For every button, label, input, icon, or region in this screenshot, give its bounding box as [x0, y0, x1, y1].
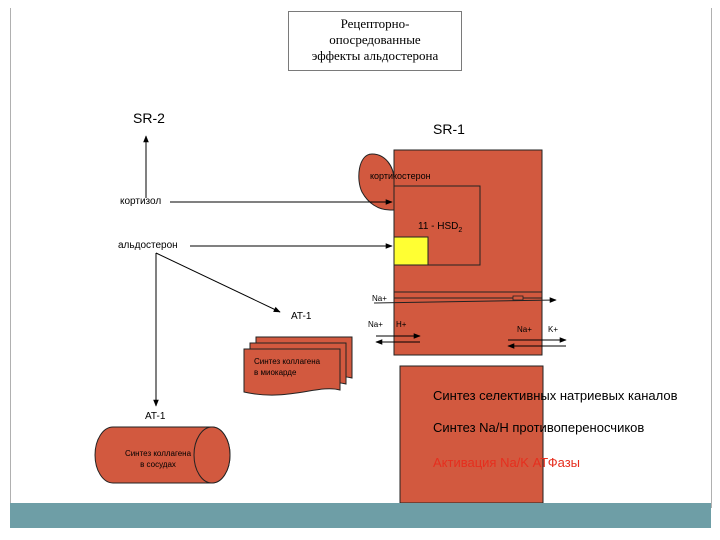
- myocard-label-line-2: в миокарде: [254, 368, 297, 377]
- na-left-label: Na+: [368, 320, 383, 329]
- title-line-3: эффекты альдостерона: [311, 48, 439, 63]
- aldosterone-at1-arrow: [155, 252, 281, 313]
- myocard-doc-front: [243, 348, 341, 396]
- vessels-label: Синтез коллагена в сосудах: [112, 448, 204, 470]
- k-plus-label: K+: [548, 325, 559, 334]
- na-top-label: Na+: [372, 294, 387, 303]
- sr1-label: SR-1: [433, 121, 465, 137]
- sr2-label: SR-2: [133, 110, 165, 126]
- hsd-text: 11 - HSD: [418, 221, 459, 232]
- effects-block: [399, 365, 544, 504]
- na-right-label: Na+: [517, 325, 532, 334]
- channel-marker: [512, 295, 524, 301]
- na-top-arrow: [373, 297, 557, 304]
- corticosterone-label: кортикостерон: [370, 171, 431, 181]
- effect-3-label: Активация Na/K АТФазы: [433, 455, 581, 470]
- myocard-label: Синтез коллагена в миокарде: [254, 356, 320, 378]
- corticosterone-bubble: [358, 153, 395, 211]
- slide-frame: [10, 8, 712, 508]
- yellow-block: [393, 236, 429, 266]
- myocard-label-line-1: Синтез коллагена: [254, 357, 321, 366]
- effect-1-label: Синтез селективных натриевых каналов: [433, 388, 678, 403]
- at1-mid-label: AT-1: [291, 311, 312, 322]
- aldosterone-label: альдостерон: [118, 240, 178, 251]
- title-line-2: опосредованные: [329, 32, 421, 47]
- hsd-subscript: 2: [458, 227, 463, 234]
- title-line-1: Рецепторно-: [340, 16, 410, 31]
- title-box: Рецепторно- опосредованные эффекты альдо…: [288, 11, 462, 71]
- footer-bar: [10, 503, 711, 528]
- effect-2-label: Синтез Na/H противопереносчиков: [433, 420, 645, 435]
- hsd-label: 11 - HSD2: [418, 221, 462, 234]
- at1-low-label: AT-1: [145, 411, 166, 422]
- vessel-cylinder-end: [193, 426, 231, 484]
- h-plus-label: H+: [396, 320, 407, 329]
- vessels-label-line-2: в сосудах: [140, 460, 176, 469]
- cortisol-label: кортизол: [120, 196, 162, 207]
- vessels-label-line-1: Синтез коллагена: [124, 449, 192, 458]
